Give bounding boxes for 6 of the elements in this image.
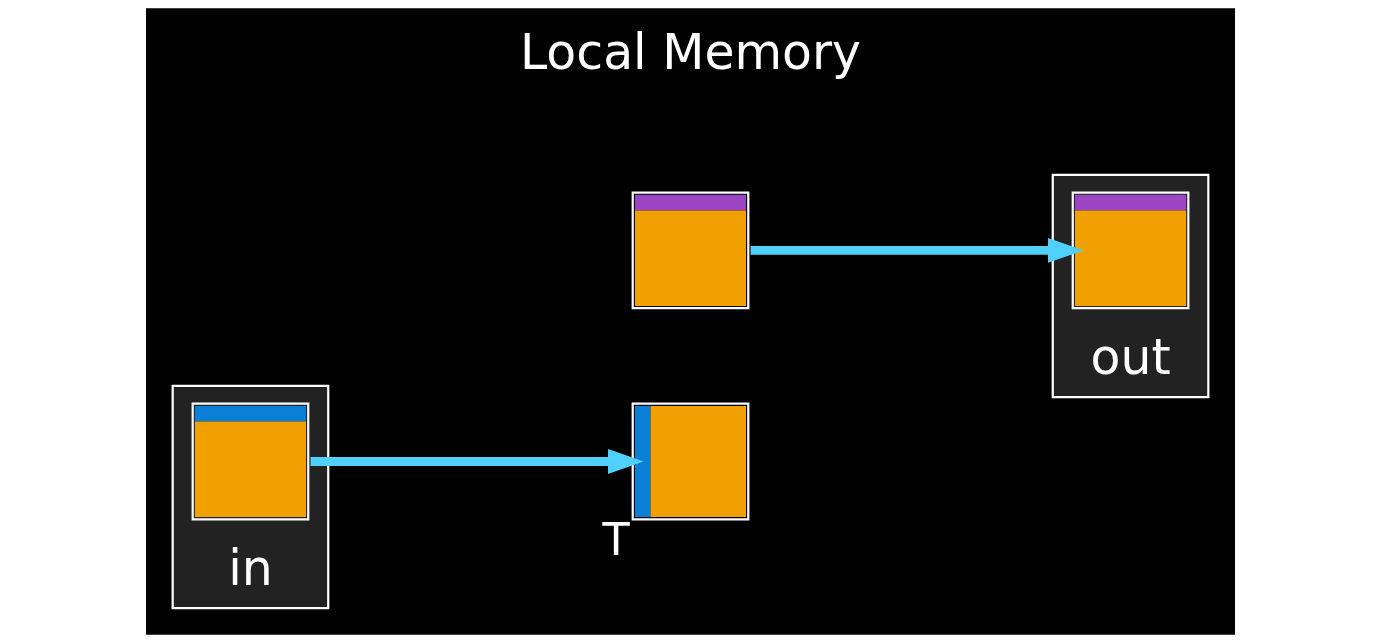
arrow [310, 449, 644, 474]
node-label: T [601, 513, 630, 565]
label: Local Memory [519, 24, 861, 82]
cluster: out [1051, 173, 1209, 399]
arrow [750, 237, 1084, 263]
cluster: in [171, 384, 329, 610]
